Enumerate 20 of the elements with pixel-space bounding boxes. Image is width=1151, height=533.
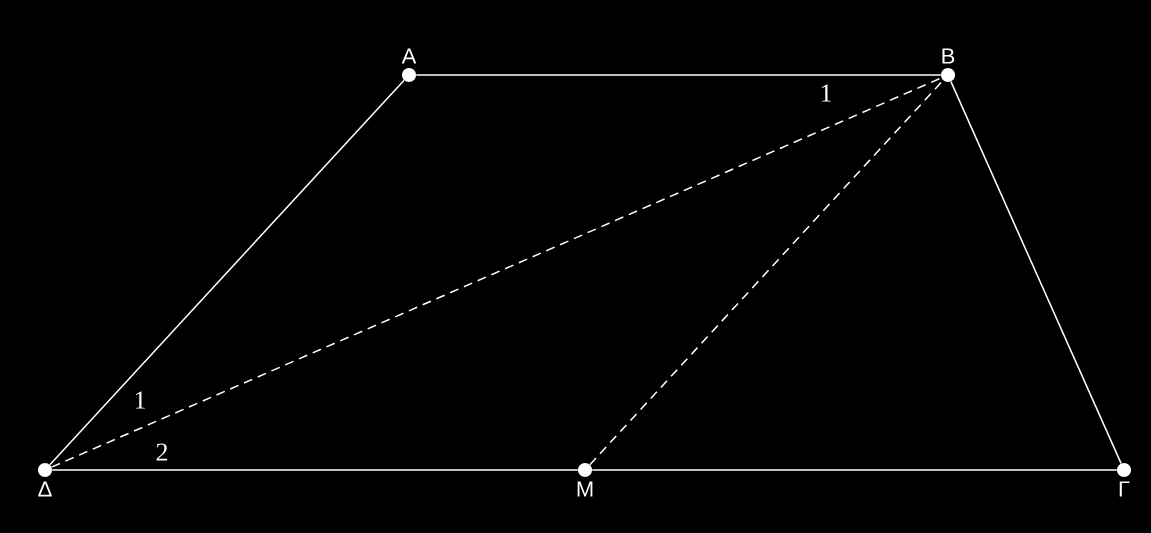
node-label: A [401,48,417,64]
line-segment [589,79,944,466]
line-segment [415,74,942,76]
angle-label: 1 [135,391,145,409]
point: Γ [1117,463,1131,497]
angle-label: 1 [821,84,831,102]
node-label: Γ [1119,481,1130,497]
node-label: B [942,48,955,64]
point: M [577,463,593,497]
point: B [941,48,955,82]
line-segment [51,469,579,471]
node-label: M [577,481,593,497]
node-label: Δ [38,481,52,497]
line-segment [950,80,1122,465]
angle-label: 2 [156,443,168,461]
point: Δ [38,463,52,497]
line-segment [49,79,405,466]
point: A [401,48,417,82]
line-segment [50,77,943,468]
line-segment [591,469,1118,471]
